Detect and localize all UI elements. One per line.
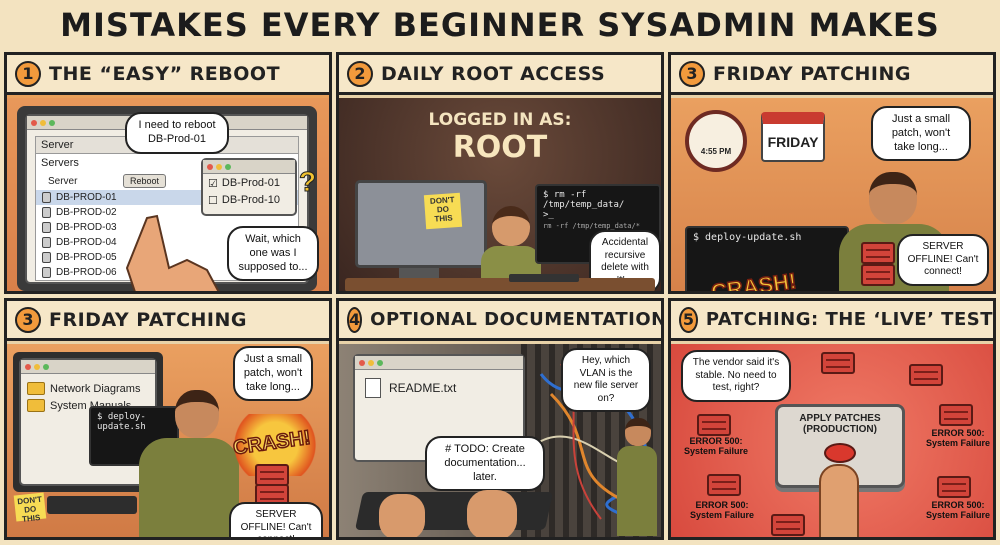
panel-number: 5 xyxy=(679,306,698,333)
server-column: Server xyxy=(48,175,78,187)
keyboard xyxy=(47,496,137,514)
logged-in-label: LOGGED IN AS: xyxy=(428,110,572,130)
server-icon xyxy=(707,474,741,496)
thought-bubble: Just a small patch, won't take long... xyxy=(233,346,313,402)
sysadmin-person xyxy=(139,390,239,537)
terminal-prompt: >_ xyxy=(543,210,554,220)
server-icon xyxy=(771,514,805,536)
server-row[interactable]: DB-PROD-06 xyxy=(36,265,298,280)
panel-header: 3 FRIDAY PATCHING xyxy=(671,55,993,95)
comment-bubble: # TODO: Create documentation... later. xyxy=(425,436,545,492)
calendar-icon: FRIDAY xyxy=(761,112,825,162)
speech-bubble: I need to reboot DB-Prod-01 xyxy=(125,112,229,154)
database-icon xyxy=(42,252,51,263)
speech-bubble: Hey, which VLAN is the new file server o… xyxy=(561,348,651,412)
panel-title: FRIDAY PATCHING xyxy=(49,308,247,331)
server-row[interactable]: DB-PROD-04 xyxy=(36,235,298,250)
panel-root-access: 2 DAILY ROOT ACCESS LOGGED IN AS: ROOT D… xyxy=(336,52,664,294)
server-icon xyxy=(697,414,731,436)
thought-bubble: The vendor said it's stable. No need to … xyxy=(681,350,791,402)
folder-icon xyxy=(27,399,45,412)
terminal-command: $ deploy-update.sh xyxy=(97,412,146,432)
database-icon xyxy=(42,207,51,218)
file-item[interactable]: README.txt xyxy=(355,370,523,406)
database-icon xyxy=(42,237,51,248)
checkbox-checked-icon: ☑ xyxy=(208,178,218,190)
panel-number: 4 xyxy=(347,306,363,333)
server-row[interactable]: DB-PROD-03 xyxy=(36,220,298,235)
panel-title: FRIDAY PATCHING xyxy=(713,62,911,85)
clock-icon: 4:55 PM xyxy=(685,110,747,172)
error-label: ERROR 500: System Failure xyxy=(689,500,755,521)
panel-title: PATCHING: THE ‘LIVE’ TEST xyxy=(705,309,993,330)
thought-bubble: Just a small patch, won't take long... xyxy=(871,106,971,162)
colleague-person xyxy=(617,418,657,537)
server-icon xyxy=(861,264,895,286)
speech-bubble: SERVER OFFLINE! Can't connect! xyxy=(229,502,323,537)
page-title: MISTAKES EVERY BEGINNER SYSADMIN MAKES xyxy=(60,6,940,44)
hand-icon xyxy=(467,490,517,537)
server-icon xyxy=(821,352,855,374)
file-window: Network Diagrams System Manuals xyxy=(19,358,157,486)
panel-easy-reboot: 1 THE “EASY” REBOOT Server Servers Serve… xyxy=(4,52,332,294)
server-icon xyxy=(861,242,895,264)
panel-header: 4 OPTIONAL DOCUMENTATION xyxy=(339,301,661,341)
panel-title: OPTIONAL DOCUMENTATION xyxy=(370,309,664,330)
folder-item[interactable]: Network Diagrams xyxy=(21,374,155,397)
server-select-popup: ☑DB-Prod-01 ☐DB-Prod-10 xyxy=(201,158,297,216)
server-row[interactable]: DB-PROD-05 xyxy=(36,250,298,265)
hand-pointer-icon xyxy=(125,214,220,291)
server-row[interactable]: DB-PROD-02 xyxy=(36,205,298,220)
apply-patches-label: APPLY PATCHES (PRODUCTION) xyxy=(799,413,881,435)
root-label: ROOT xyxy=(452,130,548,165)
panel-documentation: 4 OPTIONAL DOCUMENTATION README.txt Hey,… xyxy=(336,298,664,540)
speech-bubble: SERVER OFFLINE! Can't connect! xyxy=(897,234,989,286)
sticky-note: DON'T DO THIS xyxy=(423,192,463,230)
panel-number: 1 xyxy=(15,60,41,87)
server-icon xyxy=(909,364,943,386)
sticky-note: DON'T DO THIS xyxy=(13,492,47,523)
terminal-output: rm -rf /tmp/temp_data/* xyxy=(543,222,640,230)
panel-header: 1 THE “EASY” REBOOT xyxy=(7,55,329,95)
terminal-window: $ deploy-update.sh xyxy=(685,226,849,291)
reboot-button[interactable]: Reboot xyxy=(123,174,167,188)
panel-number: 3 xyxy=(15,306,41,333)
database-icon xyxy=(42,222,51,233)
question-mark: ? xyxy=(298,166,317,198)
panel-header: 5 PATCHING: THE ‘LIVE’ TEST xyxy=(671,301,993,341)
database-icon xyxy=(42,267,51,278)
servers-label: Servers xyxy=(41,157,79,169)
hand-icon xyxy=(379,494,425,537)
database-icon xyxy=(42,192,51,203)
checkbox-icon: ☐ xyxy=(208,195,218,207)
server-icon xyxy=(255,464,289,486)
panel-friday-patching-2: 3 FRIDAY PATCHING Network Diagrams Syste… xyxy=(4,298,332,540)
keyboard xyxy=(509,274,579,282)
panel-title: THE “EASY” REBOOT xyxy=(49,62,281,85)
thought-bubble: Wait, which one was I supposed to... xyxy=(227,226,319,282)
comic-grid: 1 THE “EASY” REBOOT Server Servers Serve… xyxy=(4,52,996,542)
error-label: ERROR 500: System Failure xyxy=(925,428,991,449)
popup-item[interactable]: ☑DB-Prod-01 xyxy=(208,177,280,190)
panel-number: 3 xyxy=(679,60,705,87)
desk xyxy=(345,278,655,291)
terminal-command: $ rm -rf /tmp/temp_data/ xyxy=(543,190,625,210)
popup-item[interactable]: ☐DB-Prod-10 xyxy=(208,194,280,207)
panel-live-test: 5 PATCHING: THE ‘LIVE’ TEST The vendor s… xyxy=(668,298,996,540)
panel-title: DAILY ROOT ACCESS xyxy=(381,62,606,85)
error-label: ERROR 500: System Failure xyxy=(683,436,749,457)
terminal-command: $ deploy-update.sh xyxy=(693,232,802,243)
folder-icon xyxy=(27,382,45,395)
panel-number: 2 xyxy=(347,60,373,87)
monitor xyxy=(355,180,487,268)
panel-friday-patching: 3 FRIDAY PATCHING 4:55 PM FRIDAY $ deplo… xyxy=(668,52,996,294)
server-icon xyxy=(937,476,971,498)
error-label: ERROR 500: System Failure xyxy=(925,500,991,521)
panel-header: 3 FRIDAY PATCHING xyxy=(7,301,329,341)
finger-icon xyxy=(819,464,859,537)
server-icon xyxy=(939,404,973,426)
document-icon xyxy=(365,378,381,398)
panel-header: 2 DAILY ROOT ACCESS xyxy=(339,55,661,95)
apply-patches-button[interactable] xyxy=(824,443,856,463)
